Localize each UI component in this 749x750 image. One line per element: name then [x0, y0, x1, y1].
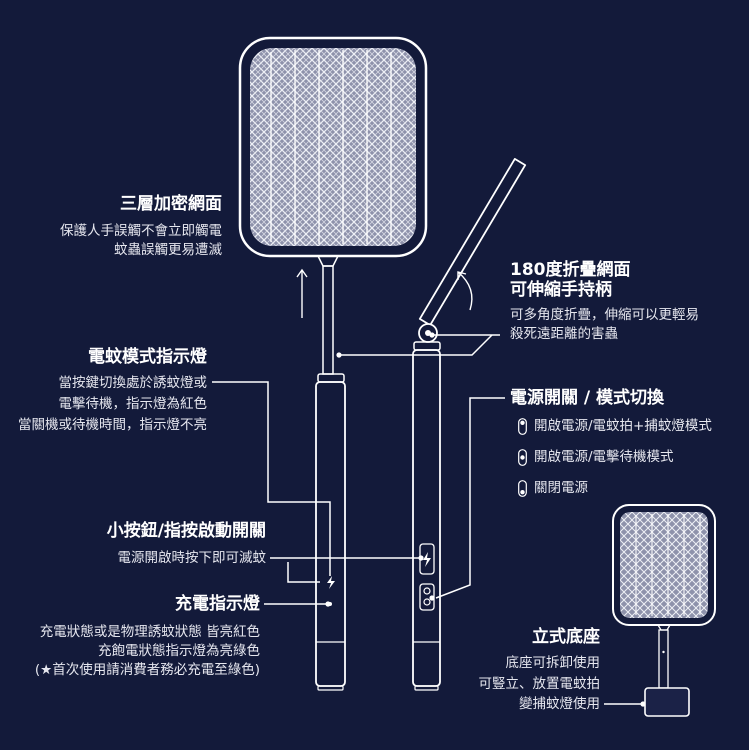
- main-handle-collar: [317, 373, 345, 383]
- leader-dot: [336, 352, 342, 358]
- leader-dot: [429, 595, 435, 601]
- power-switch-options: 開啟電源/電蚊拍+捕蚊燈模式 開啟電源/電擊待機模式 關閉電源: [510, 411, 712, 504]
- callout-stand-line: 可豎立、放置電蚊拍: [478, 675, 601, 692]
- callout-stand: 立式底座 底座可拆卸使用 可豎立、放置電蚊拍 變捕蚊燈使用: [479, 627, 601, 715]
- leader-mode-indicator: [212, 381, 331, 576]
- leader-dot: [418, 555, 424, 561]
- callout-fold-line: 殺死遠距離的害蟲: [510, 326, 618, 342]
- callout-stand-lines: 底座可拆卸使用 可豎立、放置電蚊拍 變捕蚊燈使用: [479, 653, 601, 715]
- main-shaft: [322, 265, 334, 375]
- power-mode-switch-slot: [423, 598, 431, 606]
- rotate-arrow-arc: [457, 271, 473, 311]
- switch-icon-knob: [520, 420, 525, 425]
- extend-arrow-icon: [296, 268, 308, 318]
- power-mode-switch-knob: [423, 587, 431, 595]
- stand-racket-mesh: [620, 512, 708, 618]
- main-racket-neck: [317, 255, 339, 267]
- main-handle-end-cap: [317, 685, 344, 691]
- switch-icon-knob: [520, 490, 525, 495]
- callout-mode-line: 當按鍵切換處於誘蚊燈或: [58, 375, 208, 391]
- rotate-arrow-icon: [457, 271, 473, 311]
- callout-button: 小按鈕/指按啟動開關 電源開啟時按下即可滅蚊: [107, 521, 266, 568]
- activation-button-lightning-icon: [423, 552, 431, 567]
- leader-power-switch: [435, 397, 505, 599]
- stand-shaft: [658, 629, 669, 689]
- main-handle-lightning-icon: [327, 576, 335, 589]
- leader-dot: [429, 332, 435, 338]
- switch-position-top-icon: [518, 418, 527, 435]
- folded-handle: [412, 349, 441, 687]
- power-option: 開啟電源/電蚊拍+捕蚊燈模式: [510, 411, 712, 442]
- callout-mode-lines: 當按鍵切換處於誘蚊燈或 電擊待機，指示燈為紅色 當關機或待機時間，指示燈不亮: [18, 373, 207, 436]
- callout-charge-line: 充電狀態或是物理誘蚊狀態 皆亮紅色: [39, 624, 260, 640]
- callout-mesh-lines: 保護人手誤觸不會立即觸電 蚊蟲誤觸更易遭滅: [60, 222, 222, 260]
- power-option: 開啟電源/電擊待機模式: [510, 442, 712, 473]
- callout-charge: 充電指示燈 充電狀態或是物理誘蚊狀態 皆亮紅色 充飽電狀態指示燈為亮綠色 (★首…: [35, 594, 260, 680]
- callout-charge-line: (★首次使用請消費者務必充電至綠色): [34, 662, 260, 678]
- switch-position-middle-icon: [518, 449, 527, 466]
- callout-charge-line: 充飽電狀態指示燈為亮綠色: [98, 643, 260, 659]
- callout-button-line: 電源開啟時按下即可滅蚊: [117, 550, 267, 566]
- folded-handle-collar: [413, 341, 441, 351]
- callout-button-lines: 電源開啟時按下即可滅蚊: [107, 549, 267, 568]
- rotate-arrow-head: [457, 271, 467, 280]
- folded-racket-head: [418, 157, 527, 327]
- callout-fold-subtitle: 可伸縮手持柄: [510, 280, 612, 300]
- callout-mode-line: 當關機或待機時間，指示燈不亮: [18, 417, 207, 433]
- switch-icon-body: [518, 449, 527, 466]
- power-option-label: 開啟電源/電擊待機模式: [534, 449, 674, 465]
- callout-stand-line: 變捕蚊燈使用: [519, 696, 600, 712]
- callout-charge-lines: 充電狀態或是物理誘蚊狀態 皆亮紅色 充飽電狀態指示燈為亮綠色 (★首次使用請消費…: [35, 623, 260, 680]
- callout-mode-line: 電擊待機，指示燈為紅色: [58, 396, 208, 412]
- extend-arrow-head: [296, 268, 308, 278]
- callout-power-switch: 電源開關 / 模式切換 開啟電源/電蚊拍+捕蚊燈模式 開啟電源/電擊待機模式 關…: [510, 388, 712, 504]
- switch-icon-body: [518, 418, 527, 435]
- callout-mode-title: 電蚊模式指示燈: [88, 347, 207, 367]
- stand-base: [644, 687, 690, 717]
- power-option-label: 關閉電源: [534, 480, 588, 496]
- callout-stand-title: 立式底座: [532, 627, 600, 647]
- leader-lines: [212, 334, 642, 705]
- switch-icon-knob: [520, 455, 525, 460]
- leader-dot: [325, 601, 331, 607]
- callout-mesh-line: 蚊蟲誤觸更易遭滅: [114, 242, 222, 258]
- leader-fold-shaft: [339, 334, 493, 356]
- callout-mode-indicator: 電蚊模式指示燈 當按鍵切換處於誘蚊燈或 電擊待機，指示燈為紅色 當關機或待機時間…: [18, 347, 207, 436]
- folded-handle-end-cap: [414, 685, 439, 691]
- main-swatter: [238, 36, 428, 691]
- folded-swatter: [412, 157, 527, 691]
- callout-fold-lines: 可多角度折疊，伸縮可以更輕易 殺死遠距離的害蟲: [510, 306, 699, 344]
- power-option-label: 開啟電源/電蚊拍+捕蚊燈模式: [534, 418, 712, 434]
- leader-dots: [325, 332, 646, 707]
- leader-dot: [640, 701, 646, 707]
- callout-fold: 180度折疊網面 可伸縮手持柄 可多角度折疊，伸縮可以更輕易 殺死遠距離的害蟲: [510, 260, 699, 344]
- power-option: 關閉電源: [510, 473, 712, 504]
- callout-mesh: 三層加密網面 保護人手誤觸不會立即觸電 蚊蟲誤觸更易遭滅: [60, 194, 222, 260]
- main-racket-mesh: [250, 48, 416, 246]
- callout-charge-title: 充電指示燈: [175, 594, 260, 614]
- callout-fold-title: 180度折疊網面: [510, 260, 631, 280]
- switch-position-bottom-icon: [518, 480, 527, 497]
- callout-power-title: 電源開關 / 模式切換: [510, 388, 665, 408]
- stand-shaft-mark: [662, 650, 665, 654]
- main-racket-mesh-columns: [270, 50, 392, 244]
- callout-mesh-line: 保護人手誤觸不會立即觸電: [60, 223, 222, 239]
- callout-mesh-title: 三層加密網面: [120, 194, 222, 214]
- stand-swatter: [612, 504, 716, 717]
- callout-button-title: 小按鈕/指按啟動開關: [106, 521, 266, 541]
- callout-fold-line: 可多角度折疊，伸縮可以更輕易: [510, 307, 699, 323]
- callout-stand-line: 底座可拆卸使用: [505, 655, 601, 671]
- leader-button-bracket: [287, 562, 320, 583]
- stand-racket-mesh-columns: [635, 514, 701, 616]
- switch-icon-body: [518, 480, 527, 497]
